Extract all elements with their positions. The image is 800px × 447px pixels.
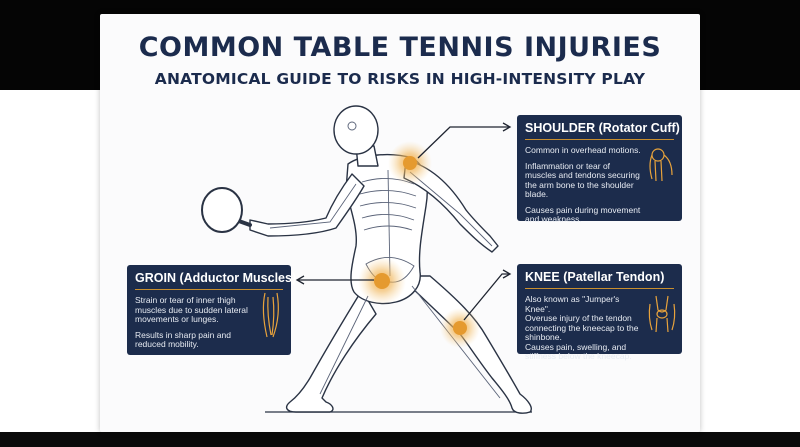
infographic-card: COMMON TABLE TENNIS INJURIES ANATOMICAL … bbox=[100, 14, 700, 432]
shoulder-text-1: Common in overhead motions. bbox=[525, 145, 641, 155]
knee-text-3: Causes pain, swelling, and stiffness bel… bbox=[525, 341, 632, 361]
groin-text-1: Strain or tear of inner thigh muscles du… bbox=[135, 295, 248, 324]
page-subtitle: ANATOMICAL GUIDE TO RISKS IN HIGH-INTENS… bbox=[154, 70, 646, 88]
head-outline bbox=[333, 105, 379, 155]
knee-arrowhead bbox=[502, 269, 512, 279]
knee-callout-line bbox=[463, 273, 509, 321]
anatomy-illustration bbox=[201, 105, 532, 414]
bottom-background-band bbox=[0, 432, 800, 447]
groin-injury-marker bbox=[358, 257, 406, 305]
back-leg-bone bbox=[319, 295, 369, 395]
knee-text-1: Also known as "Jumper's Knee". bbox=[525, 294, 620, 314]
knee-callout-box: KNEE (Patellar Tendon) Also known as "Ju… bbox=[517, 264, 682, 361]
thigh-muscle-icon bbox=[262, 292, 279, 338]
page-title: COMMON TABLE TENNIS INJURIES bbox=[138, 32, 662, 63]
knee-text-2: Overuse injury of the tendon connecting … bbox=[525, 313, 639, 342]
groin-text-2: Results in sharp pain and reduced mobili… bbox=[135, 329, 231, 349]
groin-callout-box: GROIN (Adductor Muscles) Strain or tear … bbox=[127, 265, 296, 355]
eye-socket bbox=[347, 121, 357, 131]
groin-callout-title: GROIN (Adductor Muscles) bbox=[135, 271, 296, 290]
arm-bones bbox=[269, 171, 493, 247]
shoulder-injury-marker bbox=[388, 141, 432, 185]
knee-injury-marker bbox=[440, 308, 480, 348]
paddle-icon bbox=[201, 187, 252, 233]
racket-arm-outline bbox=[249, 173, 365, 237]
shoulder-arrowhead bbox=[502, 122, 512, 132]
knee-joint-icon bbox=[648, 295, 676, 333]
groin-arrowhead bbox=[295, 275, 305, 285]
shoulder-text-2: Inflammation or tear of muscles and tend… bbox=[525, 160, 640, 199]
shoulder-callout-box: SHOULDER (Rotator Cuff) Common in overhe… bbox=[517, 115, 682, 224]
back-leg-outline bbox=[285, 289, 377, 413]
knee-callout-title: KNEE (Patellar Tendon) bbox=[525, 270, 674, 289]
shoulder-text-3: Causes pain during movement and weakness… bbox=[525, 204, 641, 224]
shoulder-callout-title: SHOULDER (Rotator Cuff) bbox=[525, 121, 680, 140]
shoulder-callout-line bbox=[417, 126, 509, 159]
shoulder-joint-icon bbox=[649, 148, 673, 182]
